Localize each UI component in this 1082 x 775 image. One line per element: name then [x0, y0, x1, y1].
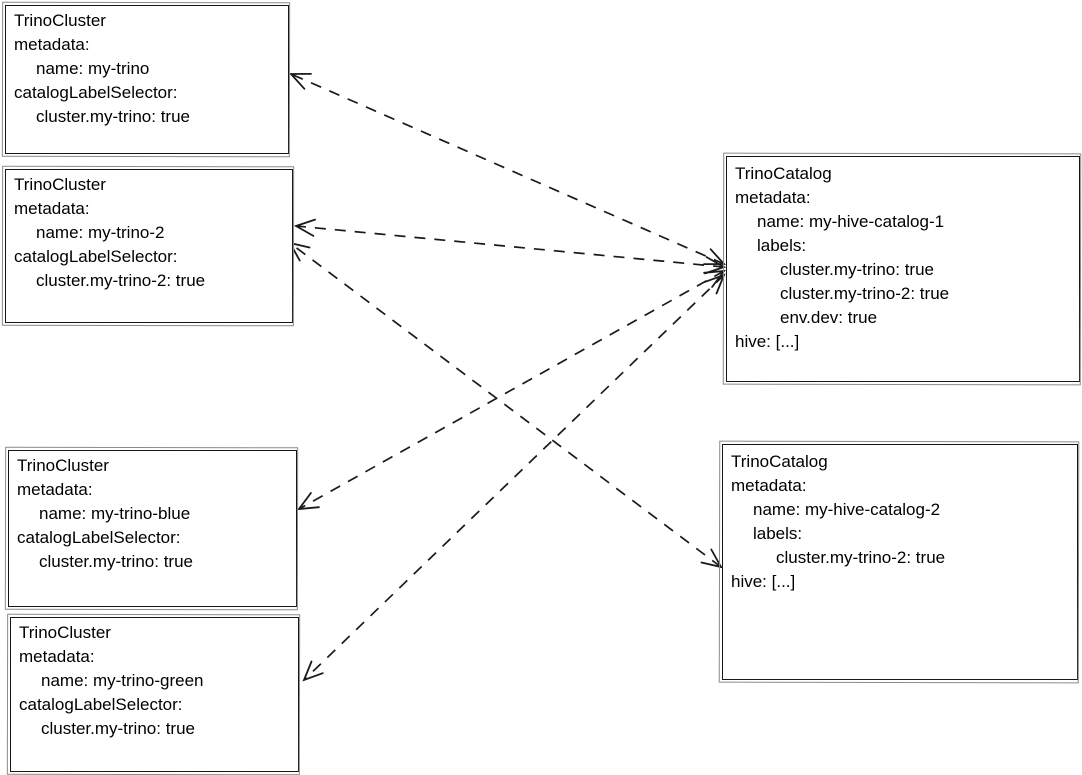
node-line: metadata: [735, 188, 811, 207]
node-line: labels: [757, 236, 807, 255]
node-line: env.dev: true [780, 308, 878, 327]
node-line: catalogLabelSelector: [14, 83, 178, 102]
arrowhead [297, 492, 320, 511]
node-line: TrinoCluster [14, 175, 106, 194]
node-line: cluster.my-trino-2: true [780, 284, 950, 303]
node-line: labels: [753, 524, 803, 543]
node-line: cluster.my-trino: true [41, 719, 195, 738]
edge-trino-catalog-my-hive-catalog-2--trino-cluster-my-trino-2 [289, 242, 722, 568]
edge-trino-catalog-my-hive-catalog-1--trino-cluster-my-trino-blue [298, 270, 725, 510]
node-line: TrinoCatalog [731, 452, 828, 471]
node-line: TrinoCluster [14, 11, 106, 30]
node-line: metadata: [19, 647, 95, 666]
node-line: name: my-hive-catalog-1 [757, 212, 945, 231]
node-line: hive: [...] [731, 572, 796, 591]
node-line: metadata: [731, 476, 807, 495]
node-line: cluster.my-trino-2: true [776, 548, 946, 567]
node-line: cluster.my-trino: true [36, 107, 190, 126]
node-line: name: my-trino-green [41, 671, 204, 690]
node-line: TrinoCatalog [735, 164, 832, 183]
node-trino-catalog-my-hive-catalog-2: TrinoCatalog metadata: name: my-hive-catal… [722, 444, 1078, 680]
node-trino-cluster-my-trino: TrinoCluster metadata: name: my-trino catal… [5, 5, 289, 154]
edge-trino-catalog-my-hive-catalog-1--trino-cluster-my-trino [290, 73, 725, 265]
node-line: metadata: [14, 35, 90, 54]
node-line: hive: [...] [735, 332, 800, 351]
arrowhead [700, 548, 723, 569]
arrowhead [703, 248, 727, 265]
node-line: metadata: [17, 480, 93, 499]
node-line: name: my-trino-2 [36, 223, 165, 242]
node-line: TrinoCluster [17, 456, 109, 475]
node-trino-catalog-my-hive-catalog-1: TrinoCatalog metadata: name: my-hive-catal… [726, 156, 1080, 382]
arrowhead [302, 660, 324, 682]
node-line: name: my-trino [36, 59, 150, 78]
arrowhead [704, 273, 726, 295]
arrowhead [293, 218, 316, 237]
node-line: name: my-trino-blue [39, 504, 191, 523]
node-line: catalogLabelSelector: [17, 528, 181, 547]
node-trino-cluster-my-trino-2: TrinoCluster metadata: name: my-trino-2 cat… [5, 169, 293, 323]
edge-trino-catalog-my-hive-catalog-1--trino-cluster-my-trino-2 [295, 225, 725, 268]
node-line: metadata: [14, 199, 90, 218]
node-line: name: my-hive-catalog-2 [753, 500, 941, 519]
node-line: cluster.my-trino: true [39, 552, 193, 571]
node-line: cluster.my-trino-2: true [36, 271, 206, 290]
node-line: TrinoCluster [19, 623, 111, 642]
node-line: cluster.my-trino: true [780, 260, 934, 279]
node-trino-cluster-my-trino-green: TrinoCluster metadata: name: my-trino-gree… [10, 617, 299, 772]
arrowhead [288, 73, 312, 90]
edge-trino-catalog-my-hive-catalog-1--trino-cluster-my-trino-green [303, 274, 725, 681]
node-trino-cluster-my-trino-blue: TrinoCluster metadata: name: my-trino-blue… [8, 450, 297, 607]
node-line: catalogLabelSelector: [14, 247, 178, 266]
node-line: catalogLabelSelector: [19, 695, 183, 714]
